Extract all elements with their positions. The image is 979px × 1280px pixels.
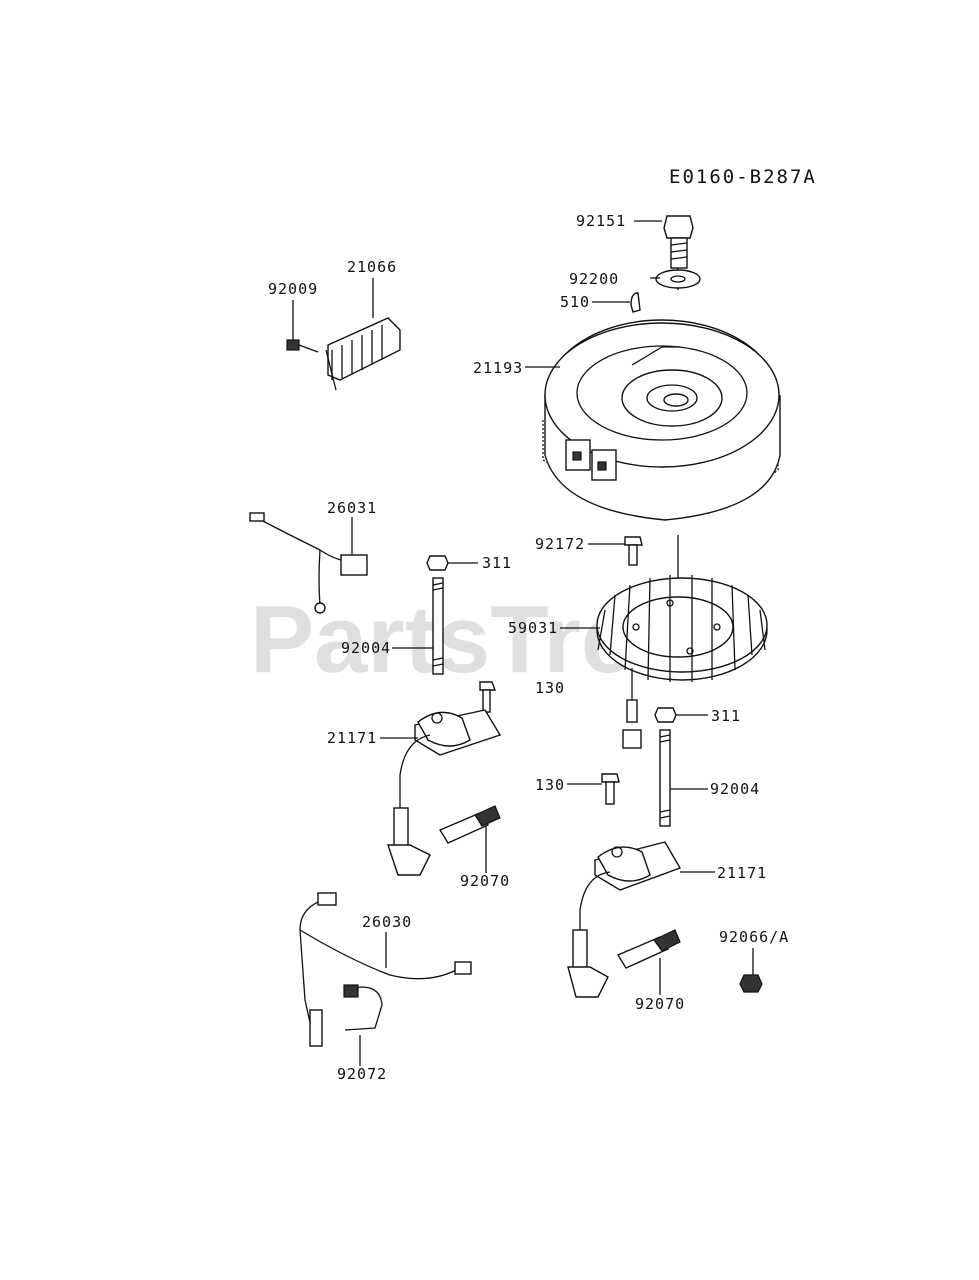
harness-26030[interactable] [299, 892, 472, 1047]
coil-bolt-right[interactable] [601, 773, 620, 805]
diagram-ref-code: E0160-B287A [669, 166, 817, 188]
nut-311-right[interactable] [654, 707, 677, 723]
label-21193: 21193 [473, 359, 523, 377]
nut-92066[interactable] [739, 974, 763, 993]
label-311-right: 311 [711, 707, 741, 725]
flywheel-bolt[interactable] [663, 215, 694, 269]
label-92004-right: 92004 [710, 780, 760, 798]
label-26030: 26030 [362, 913, 412, 931]
spark-plug-left[interactable] [438, 805, 501, 844]
lead-92072[interactable] [343, 984, 383, 1031]
stator-screw[interactable] [624, 536, 643, 566]
label-92070-left: 92070 [460, 872, 510, 890]
stud-92004-right[interactable] [659, 729, 671, 827]
label-21066: 21066 [347, 258, 397, 276]
stator-lead[interactable] [622, 668, 642, 749]
stud-92004-left[interactable] [432, 577, 444, 675]
label-21171-right: 21171 [717, 864, 767, 882]
label-92004-left: 92004 [341, 639, 391, 657]
label-92070-right: 92070 [635, 995, 685, 1013]
label-92072: 92072 [337, 1065, 387, 1083]
regulator[interactable] [325, 317, 401, 391]
label-92151: 92151 [576, 212, 626, 230]
ignition-coil-left[interactable] [387, 709, 502, 876]
flywheel-washer[interactable] [655, 269, 701, 289]
coil-bolt-left[interactable] [479, 681, 497, 713]
harness-26031[interactable] [249, 512, 368, 614]
regulator-screw[interactable] [286, 339, 319, 353]
label-510: 510 [560, 293, 590, 311]
nut-311-left[interactable] [426, 555, 449, 571]
flywheel[interactable] [542, 319, 781, 521]
stator[interactable] [596, 575, 768, 682]
label-92200: 92200 [569, 270, 619, 288]
label-92009: 92009 [268, 280, 318, 298]
flywheel-key[interactable] [630, 292, 641, 313]
label-311-left: 311 [482, 554, 512, 572]
label-21171-left: 21171 [327, 729, 377, 747]
label-92066: 92066/A [719, 928, 789, 946]
label-92172: 92172 [535, 535, 585, 553]
spark-plug-right[interactable] [616, 929, 681, 969]
label-130-upper: 130 [535, 679, 565, 697]
label-26031: 26031 [327, 499, 377, 517]
ignition-coil-right[interactable] [567, 841, 682, 998]
label-59031: 59031 [508, 619, 558, 637]
label-130-lower: 130 [535, 776, 565, 794]
